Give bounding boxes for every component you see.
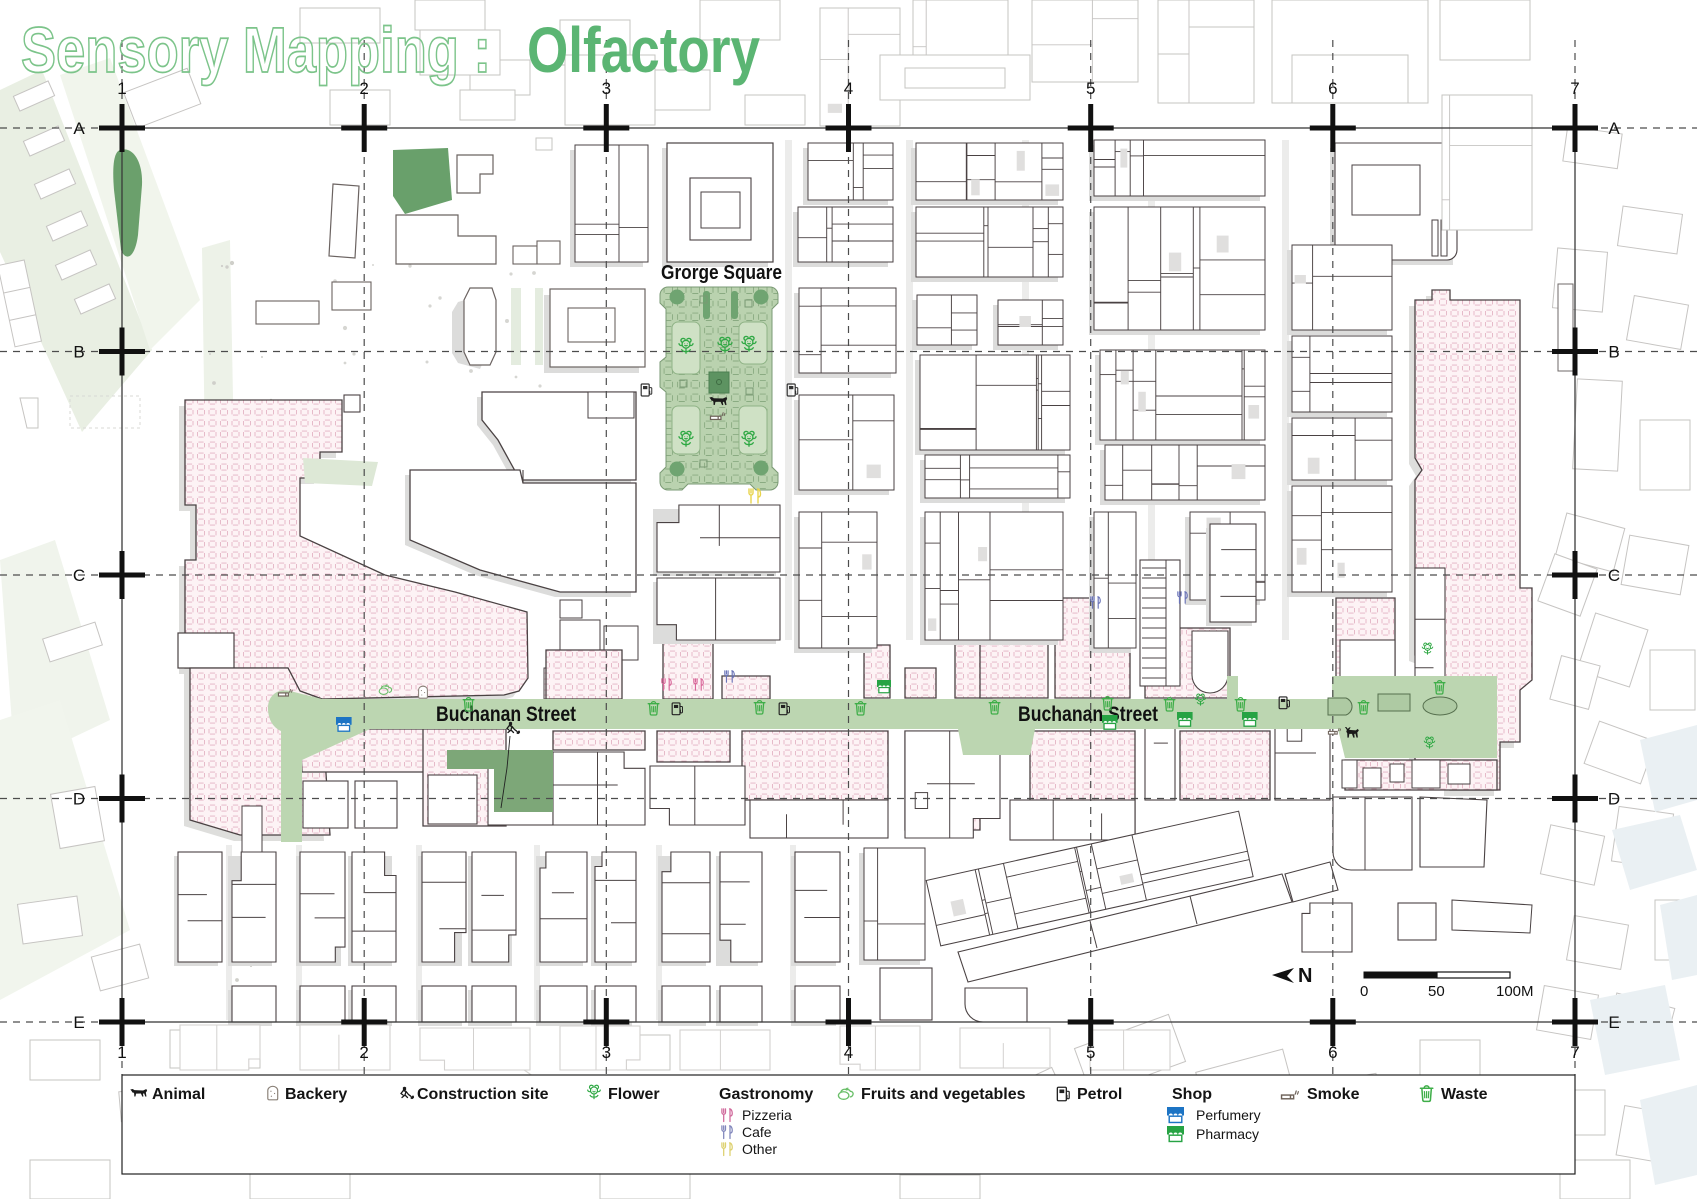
svg-text:50: 50 <box>1428 983 1445 1000</box>
svg-text:4: 4 <box>844 1043 853 1062</box>
svg-text:Petrol: Petrol <box>1077 1086 1122 1103</box>
svg-text:7: 7 <box>1570 79 1579 98</box>
svg-text:Fruits and vegetables: Fruits and vegetables <box>861 1086 1026 1103</box>
svg-text:Waste: Waste <box>1441 1086 1488 1103</box>
svg-text:5: 5 <box>1086 79 1095 98</box>
svg-text:3: 3 <box>602 1043 611 1062</box>
svg-text:100M: 100M <box>1496 983 1534 1000</box>
svg-text:D: D <box>73 790 85 809</box>
svg-text:Buchanan Street: Buchanan Street <box>436 703 576 726</box>
svg-text:Olfactory: Olfactory <box>527 14 760 86</box>
svg-text:E: E <box>1608 1013 1619 1032</box>
svg-text:1: 1 <box>117 1043 126 1062</box>
svg-text:Animal: Animal <box>152 1086 205 1103</box>
svg-text:E: E <box>73 1013 84 1032</box>
svg-text:Perfumery: Perfumery <box>1196 1107 1261 1123</box>
svg-text:Pharmacy: Pharmacy <box>1196 1126 1259 1142</box>
svg-text:Buchanan Street: Buchanan Street <box>1018 703 1158 726</box>
svg-text:Gastronomy: Gastronomy <box>719 1086 813 1103</box>
svg-text:Grorge Square: Grorge Square <box>661 262 782 284</box>
svg-text:2: 2 <box>359 1043 368 1062</box>
svg-text:C: C <box>73 566 85 585</box>
svg-text:4: 4 <box>844 79 853 98</box>
svg-text:Smoke: Smoke <box>1307 1086 1360 1103</box>
svg-text:B: B <box>1608 343 1619 362</box>
svg-text:Flower: Flower <box>608 1086 660 1103</box>
svg-text:7: 7 <box>1570 1043 1579 1062</box>
svg-text:Other: Other <box>742 1141 777 1157</box>
svg-text:A: A <box>73 119 85 138</box>
svg-text:B: B <box>73 343 84 362</box>
svg-text:5: 5 <box>1086 1043 1095 1062</box>
svg-text:Construction site: Construction site <box>417 1086 549 1103</box>
svg-text:A: A <box>1608 119 1620 138</box>
svg-text:0: 0 <box>1360 983 1368 1000</box>
svg-text:Pizzeria: Pizzeria <box>742 1107 792 1123</box>
svg-text:N: N <box>1298 965 1312 987</box>
svg-text:6: 6 <box>1328 1043 1337 1062</box>
svg-text:C: C <box>1608 566 1620 585</box>
svg-text:Shop: Shop <box>1172 1086 1212 1103</box>
svg-text:D: D <box>1608 790 1620 809</box>
svg-text:Cafe: Cafe <box>742 1124 772 1140</box>
svg-text:6: 6 <box>1328 79 1337 98</box>
svg-text:Sensory Mapping :: Sensory Mapping : <box>21 14 491 86</box>
svg-text:Backery: Backery <box>285 1086 347 1103</box>
